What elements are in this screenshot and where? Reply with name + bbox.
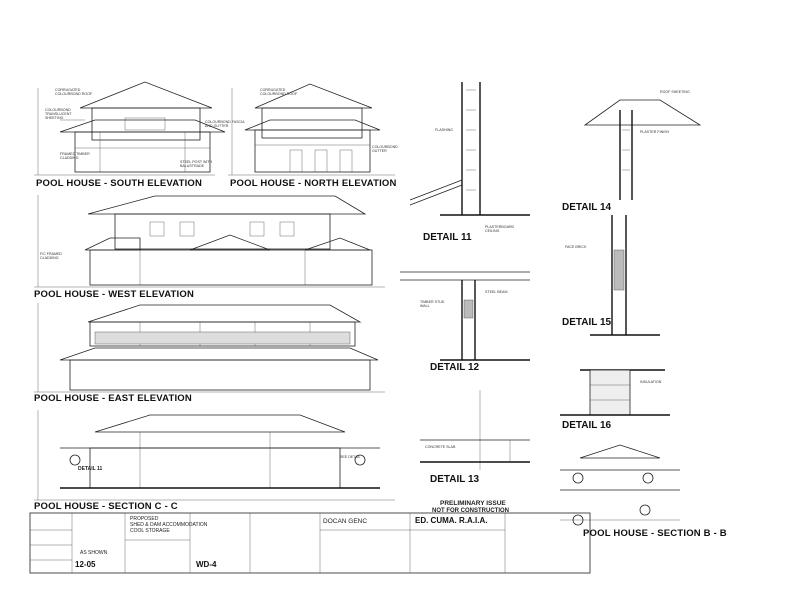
note-cladding-west: F/C FRAMED CLADDING [40, 252, 62, 261]
detail-15-label: DETAIL 15 [562, 317, 612, 328]
tb-sheet: WD-4 [196, 560, 217, 569]
note-insulation-d16: INSULATION [640, 380, 662, 384]
section-cc-drawing [34, 410, 395, 501]
title-section-bb: POOL HOUSE - SECTION B - B [583, 528, 727, 539]
note-stud-d12: TIMBER STUD WALL [420, 300, 445, 309]
title-south-elevation: POOL HOUSE - SOUTH ELEVATION [36, 178, 203, 189]
tb-project-3: COOL STORAGE [130, 528, 170, 534]
tb-architect: ED. CUMA. R.A.I.A. [415, 516, 488, 525]
south-elevation-drawing [34, 81, 226, 176]
detail-14-label: DETAIL 14 [562, 202, 612, 213]
tb-client: DOCAN GENC [323, 518, 368, 525]
title-block-frame [29, 512, 591, 574]
note-see-detail: SEE DETAIL [340, 455, 361, 459]
tb-project-2: SHED & DAM ACCOMMODATION [130, 522, 208, 528]
detail-16-drawing [560, 369, 670, 416]
detail-15-drawing [590, 215, 660, 336]
detail-13-drawing [420, 390, 530, 470]
note-brick-d15: FACE BRICK [565, 245, 587, 249]
note-roof-south: CORRUGATED COLOURBOND ROOF [55, 88, 93, 97]
title-north-elevation: POOL HOUSE - NORTH ELEVATION [230, 178, 397, 189]
note-roof-d14: ROOF SHEETING [660, 90, 690, 94]
note-fascia-south: COLOURBOND FASCIA AND GUTTER [205, 120, 245, 129]
detail-11-drawing [409, 82, 530, 216]
title-west-elevation: POOL HOUSE - WEST ELEVATION [34, 289, 195, 300]
note-ceiling-d11: PLASTERBOARD CEILING [485, 225, 515, 234]
section-bb-drawing [560, 444, 680, 526]
detail-12-label: DETAIL 12 [430, 362, 480, 373]
tb-scale: AS SHOWN [80, 550, 108, 556]
detail-14-drawing [583, 99, 702, 200]
note-translucent-south: COLOURBOND TRANSLUCENT SHEETING [45, 108, 72, 121]
note-post-south: STEEL POST WITH BALUSTRADE [180, 160, 213, 169]
detail-11-label: DETAIL 11 [423, 232, 472, 243]
tb-project-1: PROPOSED [130, 516, 159, 522]
note-slab-d13: CONCRETE SLAB [425, 445, 456, 449]
title-section-cc: POOL HOUSE - SECTION C - C [34, 501, 178, 512]
stamp-line-2: NOT FOR CONSTRUCTION [432, 508, 509, 514]
detail-11-callout: DETAIL 11 [78, 466, 103, 472]
title-east-elevation: POOL HOUSE - EAST ELEVATION [34, 393, 192, 404]
detail-16-label: DETAIL 16 [562, 420, 612, 431]
tb-date: 12-05 [75, 560, 96, 569]
note-plaster-d14: PLASTER FINISH [640, 130, 670, 134]
note-beam-d12: STEEL BEAM [485, 290, 508, 294]
north-elevation-drawing [228, 83, 395, 176]
detail-13-label: DETAIL 13 [430, 474, 480, 485]
detail-12-drawing [400, 271, 530, 361]
note-roof-north: CORRUGATED COLOURBOND ROOF [260, 88, 298, 97]
west-elevation-drawing [34, 195, 385, 288]
east-elevation-drawing [34, 303, 385, 393]
note-gutter-north: COLOURBOND GUTTER [372, 145, 398, 154]
note-flashing-d11: FLASHING [435, 128, 453, 132]
stamp-line-1: PRELIMINARY ISSUE [440, 500, 506, 507]
note-cladding-south: FRAMED TIMBER CLADDING [60, 152, 90, 161]
